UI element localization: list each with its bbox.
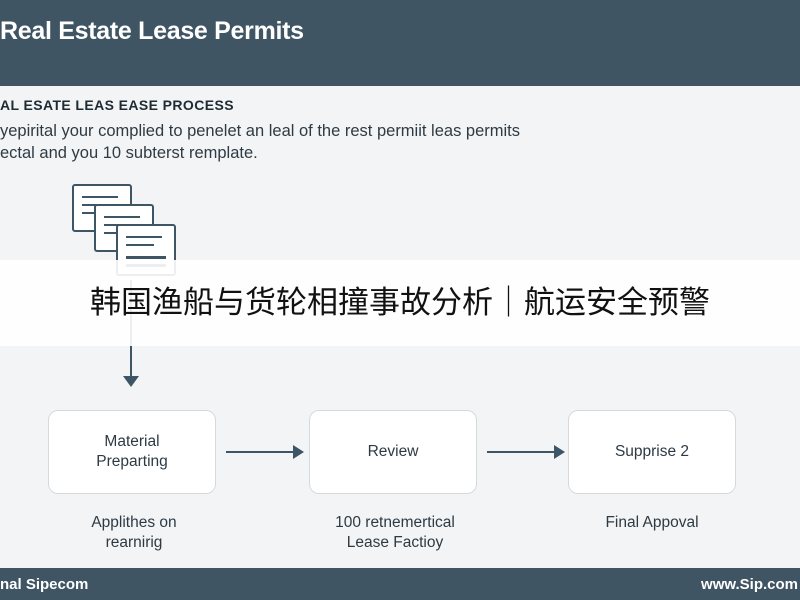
step-caption: Final Appoval [562, 513, 742, 533]
caption-line: 100 retnemertical [335, 514, 455, 531]
footer-bar: nal Sipecom www.Sip.com [0, 568, 800, 600]
caption-line: Final Appoval [605, 514, 699, 531]
caption-line: Applithes on [91, 514, 177, 531]
arrow-right-icon [487, 445, 565, 459]
step-label: Preparting [96, 453, 168, 470]
step-caption: 100 retnemertical Lease Factioy [305, 513, 485, 553]
footer-brand: nal Sipecom [0, 576, 89, 593]
page-title: Real Estate Lease Permits [0, 17, 304, 45]
intro-text: yepirital your complied to penelet an le… [0, 120, 780, 164]
section-title: AL ESATE LEAS EASE PROCESS [0, 97, 234, 113]
step-box-supprise-2: Supprise 2 [568, 410, 736, 494]
arrow-right-icon [226, 445, 304, 459]
intro-line-2: ectal and you 10 subterst remplate. [0, 144, 258, 162]
banner-text: 韩国渔船与货轮相撞事故分析｜航运安全预警 [90, 285, 710, 320]
footer-url: www.Sip.com [701, 576, 798, 593]
step-label: Material [104, 433, 160, 450]
step-label: Review [367, 443, 419, 460]
caption-line: rearnirig [105, 534, 163, 551]
step-box-material-preparting: Material Preparting [48, 410, 216, 494]
step-box-review: Review [309, 410, 477, 494]
arrow-down-icon [123, 376, 139, 387]
overlay-banner: 韩国渔船与货轮相撞事故分析｜航运安全预警 [0, 260, 800, 346]
step-caption: Applithes on rearnirig [44, 513, 224, 553]
header-bar: Real Estate Lease Permits [0, 0, 800, 86]
step-label: Supprise 2 [614, 443, 690, 460]
caption-line: Lease Factioy [346, 534, 444, 551]
intro-line-1: yepirital your complied to penelet an le… [0, 122, 520, 140]
